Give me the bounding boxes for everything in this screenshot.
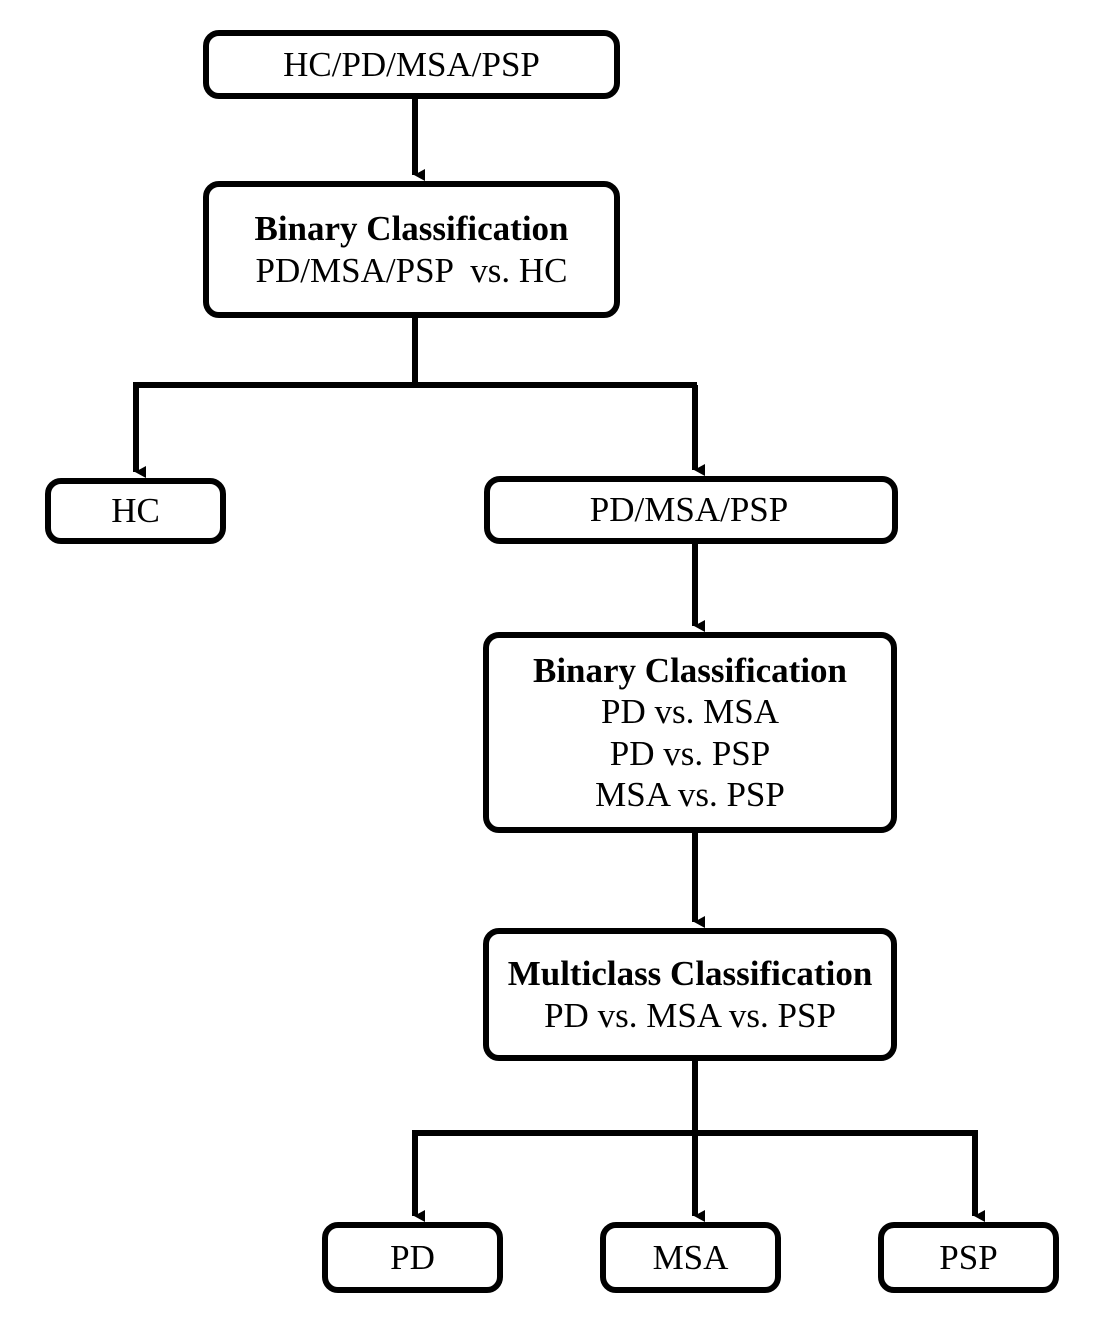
node-binary-classification-1[interactable]: Binary Classification PD/MSA/PSP vs. HC bbox=[203, 181, 620, 318]
node-msa-label: MSA bbox=[652, 1237, 729, 1277]
node-multiclass-line-1: PD vs. MSA vs. PSP bbox=[544, 995, 836, 1035]
node-psp-label: PSP bbox=[939, 1237, 998, 1277]
node-pd-label: PD bbox=[390, 1237, 435, 1277]
node-hc-label: HC bbox=[111, 491, 160, 531]
node-pd[interactable]: PD bbox=[322, 1222, 503, 1293]
node-pd-msa-psp-label: PD/MSA/PSP bbox=[589, 490, 789, 530]
node-psp[interactable]: PSP bbox=[878, 1222, 1059, 1293]
node-binary1-heading: Binary Classification bbox=[254, 209, 569, 249]
node-binary2-heading: Binary Classification bbox=[532, 650, 848, 690]
node-binary2-line-1: PD vs. MSA bbox=[601, 692, 779, 732]
node-root[interactable]: HC/PD/MSA/PSP bbox=[203, 30, 620, 99]
node-binary2-line-2: PD vs. PSP bbox=[609, 733, 771, 773]
node-binary-classification-2[interactable]: Binary Classification PD vs. MSA PD vs. … bbox=[483, 632, 897, 833]
node-binary2-line-3: MSA vs. PSP bbox=[595, 774, 785, 814]
node-binary1-line-1: PD/MSA/PSP vs. HC bbox=[255, 250, 568, 290]
node-root-label: HC/PD/MSA/PSP bbox=[283, 44, 540, 84]
node-multiclass-classification[interactable]: Multiclass Classification PD vs. MSA vs.… bbox=[483, 928, 897, 1061]
node-pd-msa-psp[interactable]: PD/MSA/PSP bbox=[484, 476, 898, 544]
node-multiclass-heading: Multiclass Classification bbox=[507, 954, 873, 994]
node-hc[interactable]: HC bbox=[45, 478, 226, 544]
node-msa[interactable]: MSA bbox=[600, 1222, 781, 1293]
